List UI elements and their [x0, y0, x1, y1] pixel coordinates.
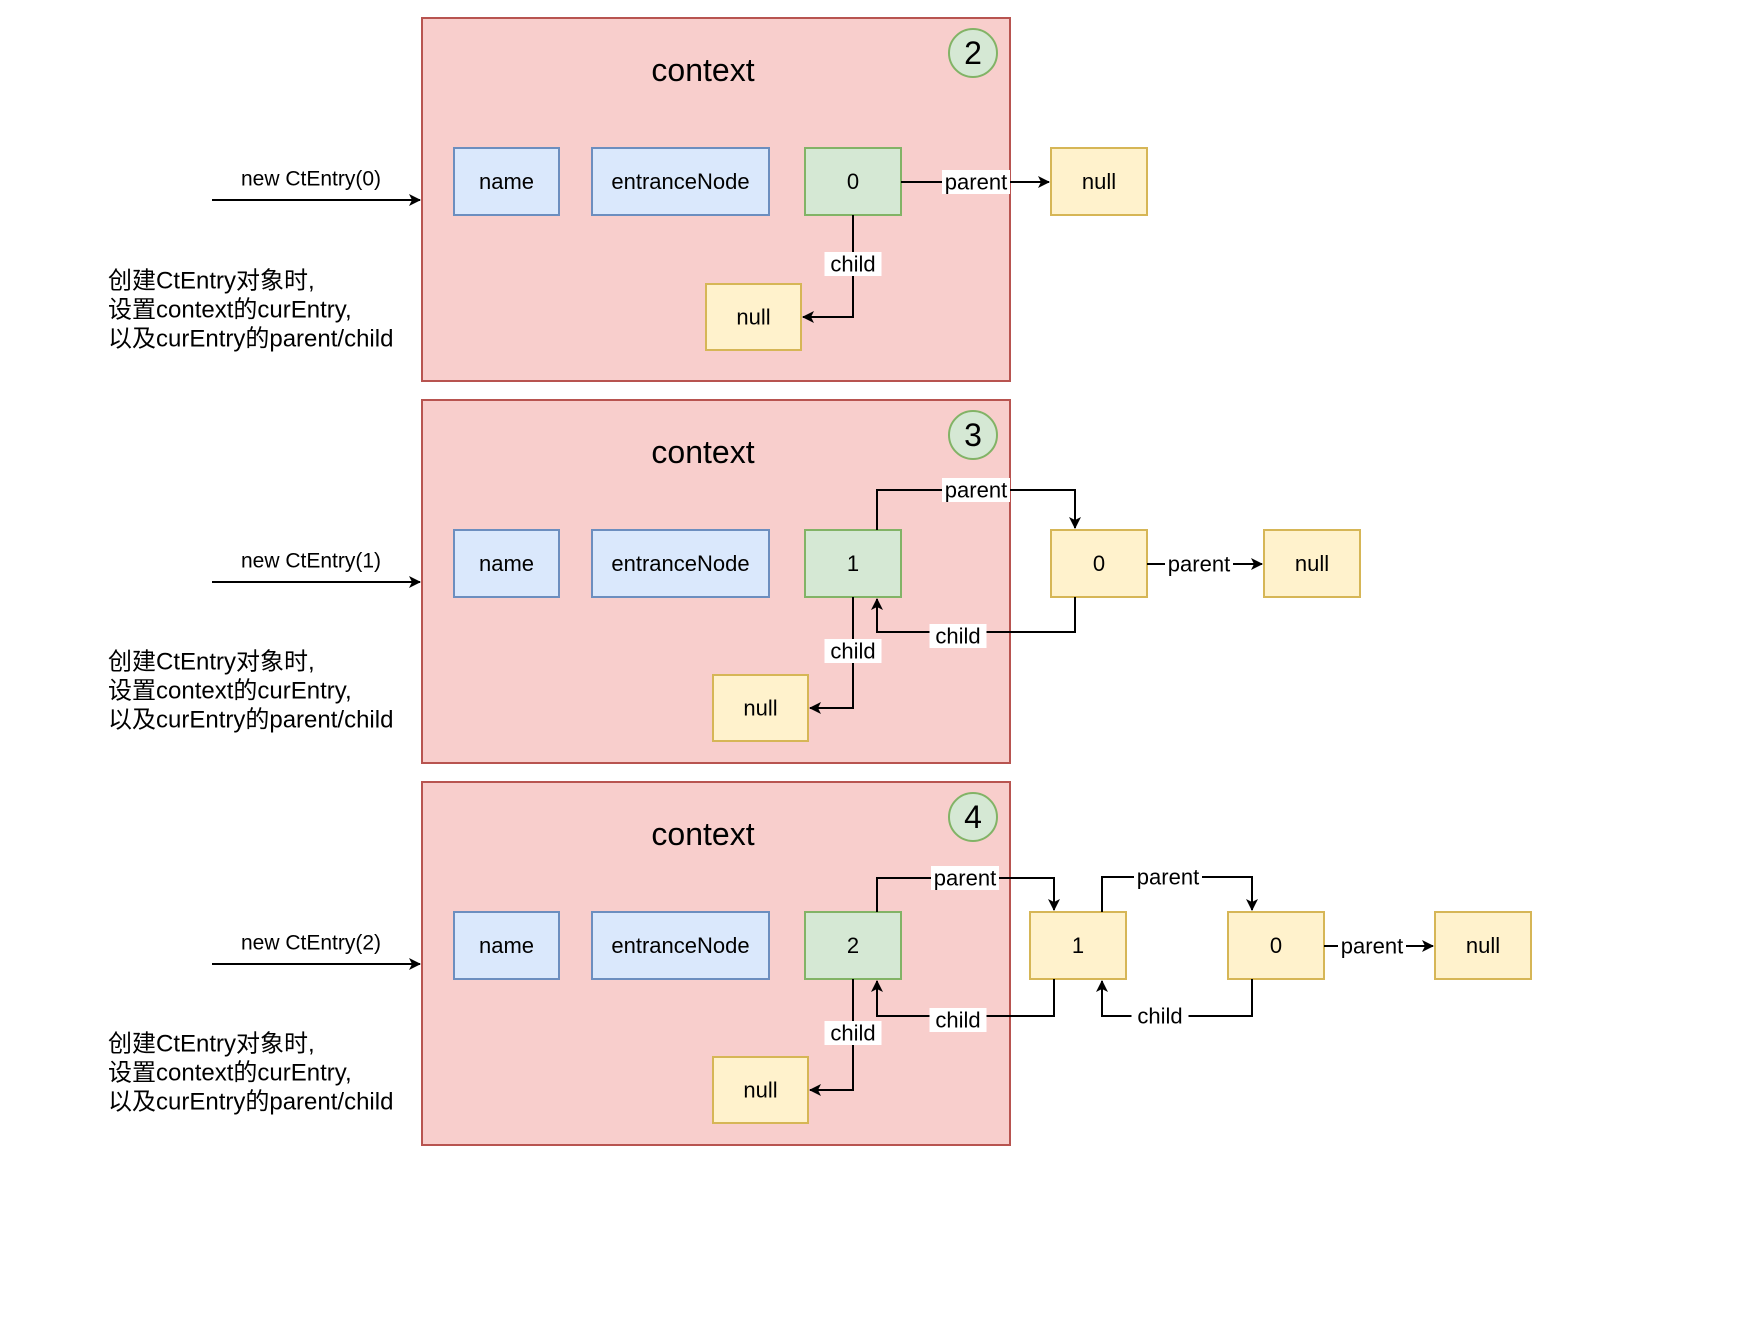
parent-edge-label-bg: [942, 170, 1010, 194]
parent-edge-label: parent: [1341, 934, 1403, 959]
parent-edge-label: parent: [934, 866, 996, 891]
child-back-edge-label-bg: [929, 624, 987, 648]
parent-edge-label: parent: [945, 170, 1007, 195]
constructor-call-label: new CtEntry(2): [241, 932, 381, 955]
step-description-line: 设置context的curEntry,: [108, 297, 352, 324]
field-entrance-node-box: [591, 147, 770, 216]
child-edge-label-bg: [824, 252, 882, 276]
step-description-line: 设置context的curEntry,: [108, 1060, 352, 1087]
step-description-line: 以及curEntry的parent/child: [108, 1089, 393, 1116]
parent-edge-label: parent: [945, 478, 1007, 503]
step-badge: [948, 410, 998, 460]
parent-entry-box: [1029, 911, 1127, 980]
parent-null-box: [1434, 911, 1532, 980]
child-edge: [802, 215, 854, 323]
field-entrance-node-box: [591, 911, 770, 980]
cur-entry-box: [804, 911, 902, 980]
constructor-call-label: new CtEntry(0): [241, 168, 381, 191]
child-null-box: [705, 283, 802, 351]
step-number: 3: [964, 417, 982, 453]
parent-entry-box-label: 0: [1270, 933, 1282, 958]
parent-null-box-label: null: [1466, 933, 1500, 958]
parent-null-box-label: null: [1295, 551, 1329, 576]
cur-entry-box: [804, 529, 902, 598]
field-entrance-node-box-label: entranceNode: [611, 169, 749, 194]
child-back-edge-label: child: [935, 1008, 980, 1033]
cur-entry-box-label: 1: [847, 551, 859, 576]
parent-edge-label-bg: [1338, 934, 1406, 958]
parent-entry-box-label: 0: [1093, 551, 1105, 576]
parent-edge-label-bg: [942, 478, 1010, 502]
field-entrance-node-box: [591, 529, 770, 598]
parent-entry-box: [1050, 529, 1148, 598]
field-name-box-label: name: [479, 933, 534, 958]
step-description-line: 创建CtEntry对象时,: [108, 649, 315, 676]
step-description-line: 设置context的curEntry,: [108, 678, 352, 705]
step-number: 2: [964, 35, 982, 71]
parent-edge-label: parent: [1137, 865, 1199, 890]
field-name-box: [453, 529, 560, 598]
child-null-box: [712, 1056, 809, 1124]
constructor-call-label: new CtEntry(1): [241, 550, 381, 573]
field-name-box-label: name: [479, 551, 534, 576]
child-null-box: [712, 674, 809, 742]
child-null-box-label: null: [736, 305, 770, 330]
child-back-edge-label-bg: [929, 1008, 987, 1032]
field-entrance-node-box-label: entranceNode: [611, 551, 749, 576]
field-name-box-label: name: [479, 169, 534, 194]
child-edge-label: child: [830, 1021, 875, 1046]
parent-entry-box-label: 1: [1072, 933, 1084, 958]
parent-null-box: [1263, 529, 1361, 598]
step-description-line: 创建CtEntry对象时,: [108, 268, 315, 295]
step-description-line: 以及curEntry的parent/child: [108, 707, 393, 734]
parent-edge-label-bg: [1134, 865, 1202, 889]
child-edge-label-bg: [824, 639, 882, 663]
context-title: context: [651, 52, 754, 88]
child-edge: [809, 979, 854, 1096]
step-description-line: 创建CtEntry对象时,: [108, 1031, 315, 1058]
child-back-edge-label: child: [935, 624, 980, 649]
child-edge-label: child: [830, 252, 875, 277]
field-name-box: [453, 147, 560, 216]
field-name-box: [453, 911, 560, 980]
step-badge: [948, 28, 998, 78]
child-null-box-label: null: [743, 696, 777, 721]
parent-null-box: [1050, 147, 1148, 216]
child-back-edge-label: child: [1137, 1004, 1182, 1029]
parent-edge-label-bg: [931, 866, 999, 890]
child-edge: [809, 597, 854, 714]
parent-edge-label-bg: [1165, 552, 1233, 576]
step-description-line: 以及curEntry的parent/child: [108, 326, 393, 353]
context-title: context: [651, 816, 754, 852]
parent-null-box-label: null: [1082, 169, 1116, 194]
context-title: context: [651, 434, 754, 470]
field-entrance-node-box-label: entranceNode: [611, 933, 749, 958]
child-back-edge-label-bg: [1131, 1004, 1189, 1028]
child-edge-label: child: [830, 639, 875, 664]
cur-entry-box-label: 2: [847, 933, 859, 958]
child-null-box-label: null: [743, 1078, 777, 1103]
step-badge: [948, 792, 998, 842]
step-number: 4: [964, 799, 982, 835]
child-edge-label-bg: [824, 1021, 882, 1045]
cur-entry-box-label: 0: [847, 169, 859, 194]
parent-edge-label: parent: [1168, 552, 1230, 577]
